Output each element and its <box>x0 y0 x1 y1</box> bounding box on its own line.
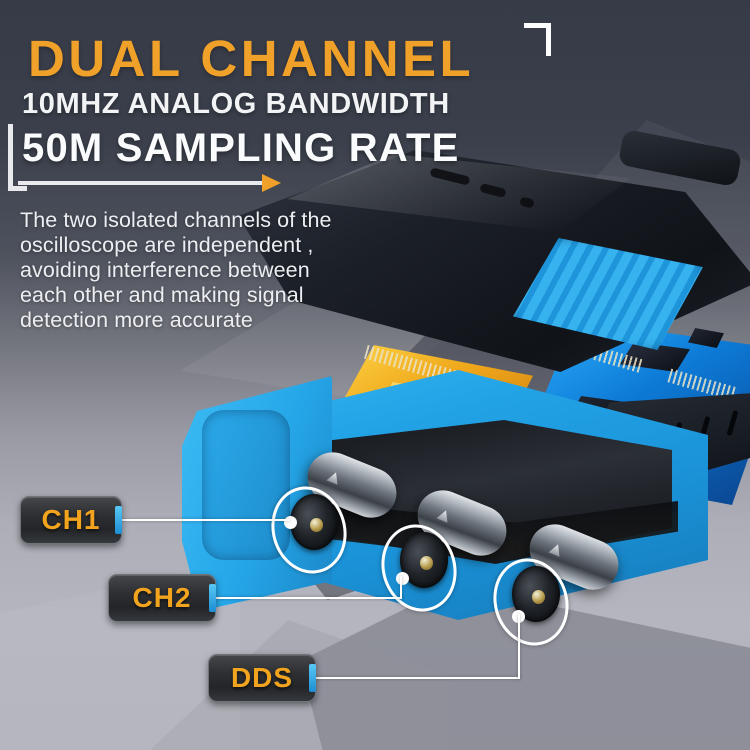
callout-label-dds: DDS <box>230 662 294 693</box>
description-line-5: detection more accurate <box>20 308 253 332</box>
description-line-2: oscilloscope are independent , <box>20 233 314 257</box>
description-line-3: avoiding interference between <box>20 258 310 282</box>
callout-badge-ch1[interactable]: CH1 <box>20 496 122 544</box>
device-left-bumper-inset <box>202 410 290 560</box>
leader-line-ch2-vertical <box>400 576 402 599</box>
arrow-right-icon <box>262 174 281 192</box>
callout-badge-dds[interactable]: DDS <box>208 654 316 702</box>
callout-label-ch2: CH2 <box>132 582 192 613</box>
device-top-clip <box>617 128 743 188</box>
oscilloscope-product-image <box>168 120 750 660</box>
headline-line-3: 50M SAMPLING RATE <box>22 126 460 170</box>
leader-line-ch2-horizontal <box>212 597 402 599</box>
corner-bracket-top-right-icon <box>524 23 551 56</box>
description-line-4: each other and making signal <box>20 283 304 307</box>
pcb-chip-ic-3 <box>688 328 724 348</box>
leader-line-dds-horizontal <box>310 677 520 679</box>
description-line-1: The two isolated channels of the <box>20 208 332 232</box>
callout-badge-ch2[interactable]: CH2 <box>108 574 216 622</box>
leader-line-ch1 <box>118 519 290 521</box>
headline-line-2: 10MHZ ANALOG BANDWIDTH <box>22 88 450 120</box>
callout-label-ch1: CH1 <box>41 504 101 535</box>
description-block: The two isolated channels of the oscillo… <box>20 208 412 333</box>
headline-line-1: DUAL CHANNEL <box>28 30 475 87</box>
divider-rule <box>18 181 266 185</box>
highlight-anchor-ch2 <box>396 572 409 585</box>
leader-line-dds-vertical <box>518 614 520 679</box>
corner-bracket-left-icon <box>8 124 27 191</box>
highlight-anchor-ch1 <box>284 516 297 529</box>
